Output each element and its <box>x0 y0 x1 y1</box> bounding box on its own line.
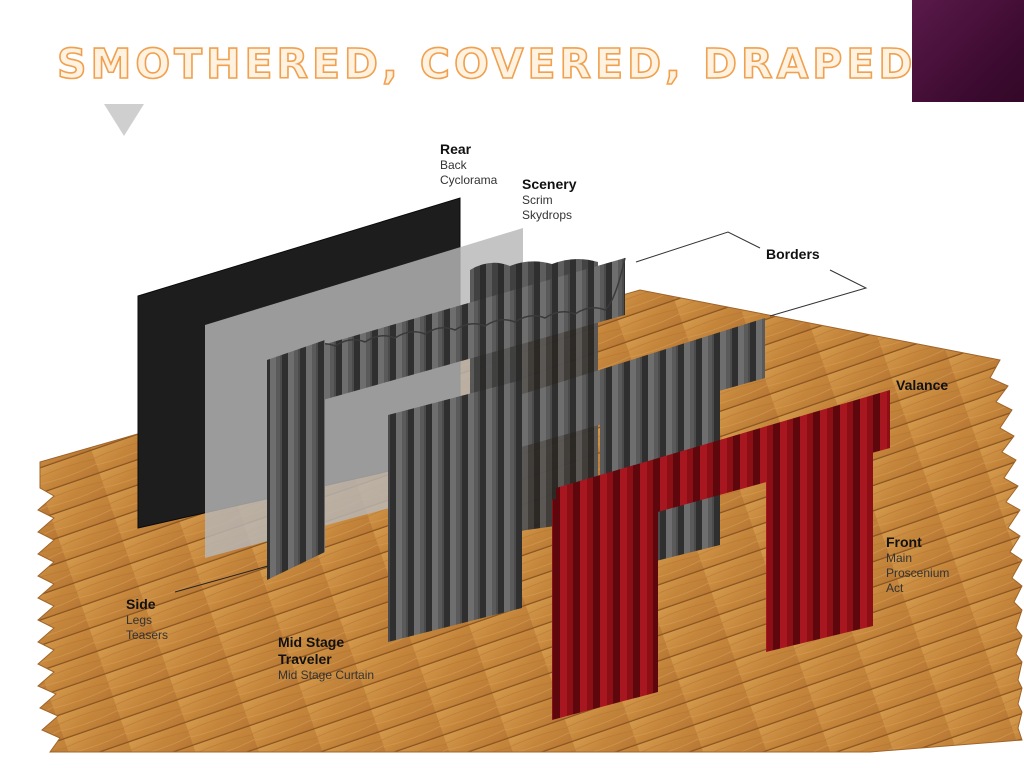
corner-accent-block <box>912 0 1024 102</box>
label-side: Side Legs Teasers <box>126 596 168 643</box>
label-rear-line-1: Back <box>440 158 467 172</box>
label-mid-stage-line-1: Mid Stage Curtain <box>278 668 375 682</box>
label-scenery: Scenery Scrim Skydrops <box>522 176 576 223</box>
label-borders: Borders <box>766 246 820 263</box>
label-front-line-3: Act <box>886 581 904 595</box>
label-rear: Rear Back Cyclorama <box>440 141 497 188</box>
label-valance: Valance <box>896 377 948 394</box>
label-front-line-1: Main <box>886 551 913 565</box>
label-front-line-2: Proscenium <box>886 566 950 580</box>
label-mid-stage: Mid Stage Traveler Mid Stage Curtain <box>278 634 374 683</box>
upper-border-1-edge <box>304 257 626 351</box>
side-leader-line <box>174 565 269 593</box>
label-mid-stage-heading-1: Mid Stage <box>278 634 345 650</box>
label-side-line-1: Legs <box>126 613 153 627</box>
front-curtain-left <box>552 470 658 720</box>
label-rear-line-2: Cyclorama <box>440 173 498 187</box>
side-leg-curtain <box>267 340 325 580</box>
label-front-heading: Front <box>886 534 922 550</box>
label-scenery-heading: Scenery <box>522 176 577 192</box>
label-mid-stage-heading-2: Traveler <box>278 651 332 667</box>
label-side-line-2: Teasers <box>126 628 169 642</box>
upper-border-1 <box>305 258 625 405</box>
label-valance-heading: Valance <box>896 377 949 393</box>
label-side-heading: Side <box>126 596 156 612</box>
borders-leader-line-2 <box>769 269 868 317</box>
triangle-bullet-icon <box>104 104 144 136</box>
slide-title: SMOTHERED, COVERED, DRAPED <box>56 39 917 89</box>
label-scenery-line-2: Skydrops <box>522 208 573 222</box>
label-front: Front Main Proscenium Act <box>886 534 949 596</box>
borders-leader-line <box>635 231 761 263</box>
label-scenery-line-1: Scrim <box>522 193 553 207</box>
label-rear-heading: Rear <box>440 141 472 157</box>
label-borders-heading: Borders <box>766 246 820 262</box>
front-curtain-right <box>766 408 873 652</box>
mid-stage-traveler-left <box>388 380 522 642</box>
